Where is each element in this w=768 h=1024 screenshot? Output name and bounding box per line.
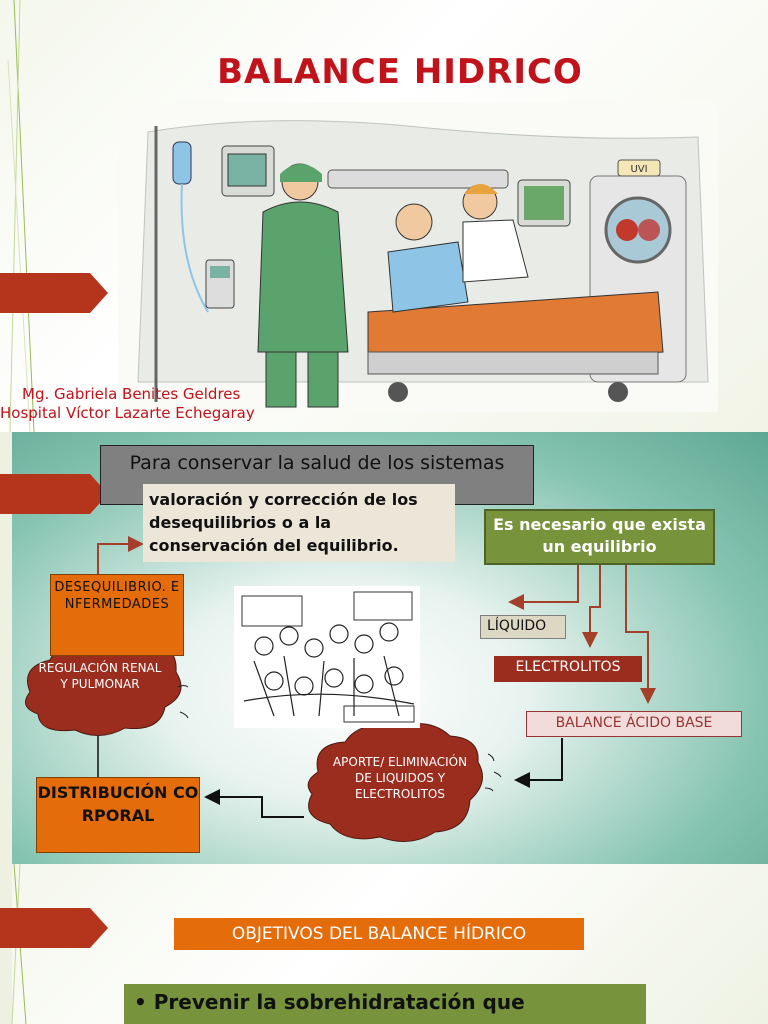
author-hospital: Hospital Víctor Lazarte Echegaray — [0, 404, 255, 422]
author-name: Mg. Gabriela Benites Geldres — [22, 385, 240, 403]
objetivos-heading: OBJETIVOS DEL BALANCE HÍDRICO — [174, 918, 584, 950]
valoracion-box: valoración y corrección de los desequili… — [143, 484, 455, 562]
slide-title: BALANCE HIDRICO UVI — [0, 0, 768, 432]
red-arrow-tab — [0, 908, 108, 948]
uvi-sign: UVI — [630, 164, 647, 175]
page-title: BALANCE HIDRICO — [0, 52, 768, 92]
objective-item: • Prevenir la sobrehidratación que — [124, 984, 646, 1024]
liquido-box: LÍQUIDO — [480, 615, 566, 639]
aporte-cloud: APORTE/ ELIMINACIÓN DE LIQUIDOS Y ELECTR… — [330, 754, 470, 802]
desequilibrio-box: DESEQUILIBRIO. ENFERMEDADES — [50, 574, 184, 656]
slide-diagram: Para conservar la salud de los sistemas … — [0, 432, 768, 864]
objective-text: Prevenir la sobrehidratación que — [154, 990, 525, 1014]
equilibrio-box: Es necesario que exista un equilibrio — [484, 509, 715, 565]
acido-base-box: BALANCE ÁCIDO BASE — [526, 711, 742, 737]
electrolitos-box: ELECTROLITOS — [494, 656, 642, 682]
bullet-marker: • — [134, 990, 147, 1014]
red-arrow-tab — [0, 273, 108, 313]
crowd-illustration — [234, 586, 420, 728]
regulacion-cloud: REGULACIÓN RENAL Y PULMONAR — [34, 660, 166, 692]
distribucion-box: DISTRIBUCIÓN CORPORAL — [36, 777, 200, 853]
slide-objetivos: OBJETIVOS DEL BALANCE HÍDRICO • Prevenir… — [0, 864, 768, 1024]
icu-illustration: UVI — [118, 102, 718, 412]
